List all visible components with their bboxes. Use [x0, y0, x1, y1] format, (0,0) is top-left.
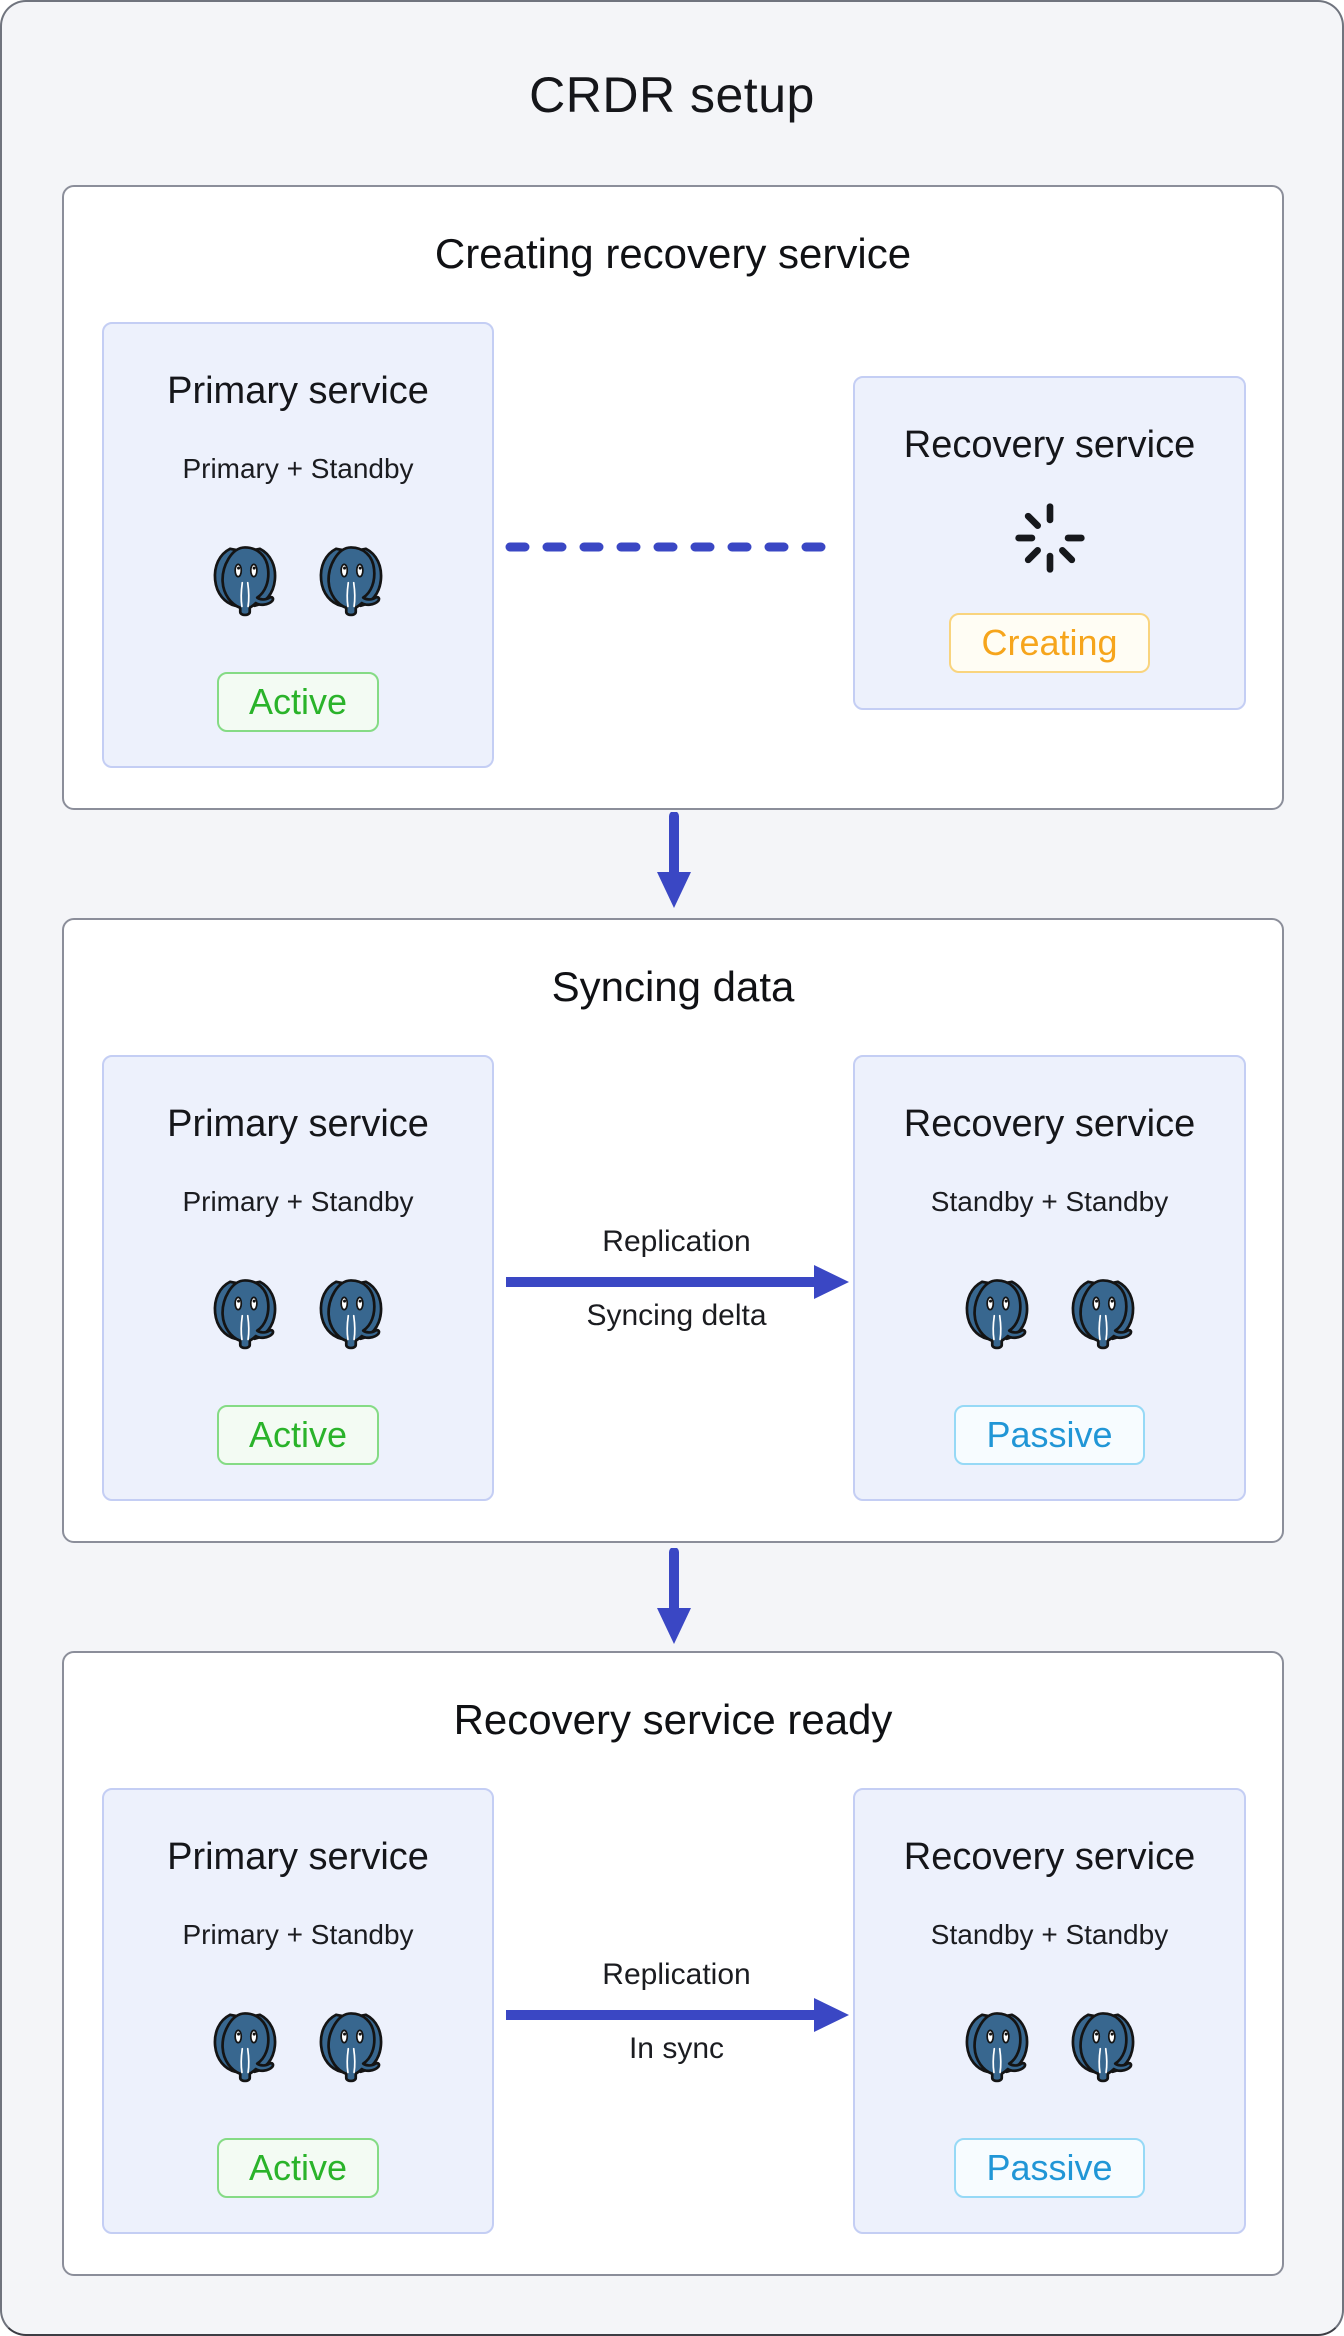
page-title: CRDR setup — [529, 67, 815, 123]
replication-label: Replication — [602, 1958, 751, 1991]
stage-syncing-data: Syncing data Primary service Primary + S… — [62, 918, 1284, 1543]
stage-title: Creating recovery service — [434, 230, 912, 277]
primary-service-card: Primary service Primary + Standby Active — [102, 1788, 494, 2234]
postgres-elephant-icon — [961, 2008, 1033, 2084]
stage-flow-arrow-down — [654, 812, 694, 910]
dashed-connector-line — [504, 542, 849, 552]
card-title: Recovery service — [903, 1103, 1196, 1145]
postgres-elephant-icon — [1067, 2008, 1139, 2084]
loading-spinner-icon — [1012, 500, 1088, 576]
status-badge-passive: Passive — [954, 2138, 1145, 2198]
card-title: Primary service — [167, 370, 429, 412]
replication-arrow — [504, 1995, 849, 2035]
postgres-elephant-icon — [315, 1275, 387, 1351]
status-badge-active: Active — [216, 1405, 380, 1465]
card-subtitle: Standby + Standby — [930, 1186, 1169, 1217]
card-subtitle: Primary + Standby — [182, 1919, 414, 1950]
stage-recovery-service-ready: Recovery service ready Primary service P… — [62, 1651, 1284, 2276]
recovery-service-card: Recovery service Standby + Standby Passi… — [853, 1055, 1246, 1501]
status-badge-active: Active — [216, 2138, 380, 2198]
primary-service-card: Primary service Primary + Standby Active — [102, 322, 494, 768]
replication-arrow — [504, 1262, 849, 1302]
status-badge-active: Active — [216, 672, 380, 732]
card-title: Recovery service — [903, 1836, 1196, 1878]
status-badge-passive: Passive — [954, 1405, 1145, 1465]
card-title: Primary service — [167, 1103, 429, 1145]
sync-state-label: Syncing delta — [586, 1299, 767, 1332]
postgres-elephant-icon — [315, 542, 387, 618]
postgres-elephant-icon — [209, 1275, 281, 1351]
card-subtitle: Standby + Standby — [930, 1919, 1169, 1950]
postgres-elephant-icon — [209, 2008, 281, 2084]
card-title: Primary service — [167, 1836, 429, 1878]
primary-service-card: Primary service Primary + Standby Active — [102, 1055, 494, 1501]
card-subtitle: Primary + Standby — [182, 453, 414, 484]
database-nodes — [209, 542, 387, 618]
recovery-service-card: Recovery service Creating — [853, 376, 1246, 710]
database-nodes — [209, 1275, 387, 1351]
database-nodes — [209, 2008, 387, 2084]
recovery-service-card: Recovery service Standby + Standby Passi… — [853, 1788, 1246, 2234]
sync-state-label: In sync — [628, 2032, 725, 2065]
database-nodes — [961, 2008, 1139, 2084]
stage-creating-recovery-service: Creating recovery service Primary servic… — [62, 185, 1284, 810]
card-subtitle: Primary + Standby — [182, 1186, 414, 1217]
postgres-elephant-icon — [1067, 1275, 1139, 1351]
stage-title: Syncing data — [551, 963, 795, 1010]
postgres-elephant-icon — [961, 1275, 1033, 1351]
replication-label: Replication — [602, 1225, 751, 1258]
postgres-elephant-icon — [315, 2008, 387, 2084]
database-nodes — [961, 1275, 1139, 1351]
status-badge-creating: Creating — [949, 613, 1150, 673]
card-title: Recovery service — [903, 424, 1196, 466]
postgres-elephant-icon — [209, 542, 281, 618]
stage-title: Recovery service ready — [453, 1696, 893, 1743]
stage-flow-arrow-down — [654, 1548, 694, 1646]
